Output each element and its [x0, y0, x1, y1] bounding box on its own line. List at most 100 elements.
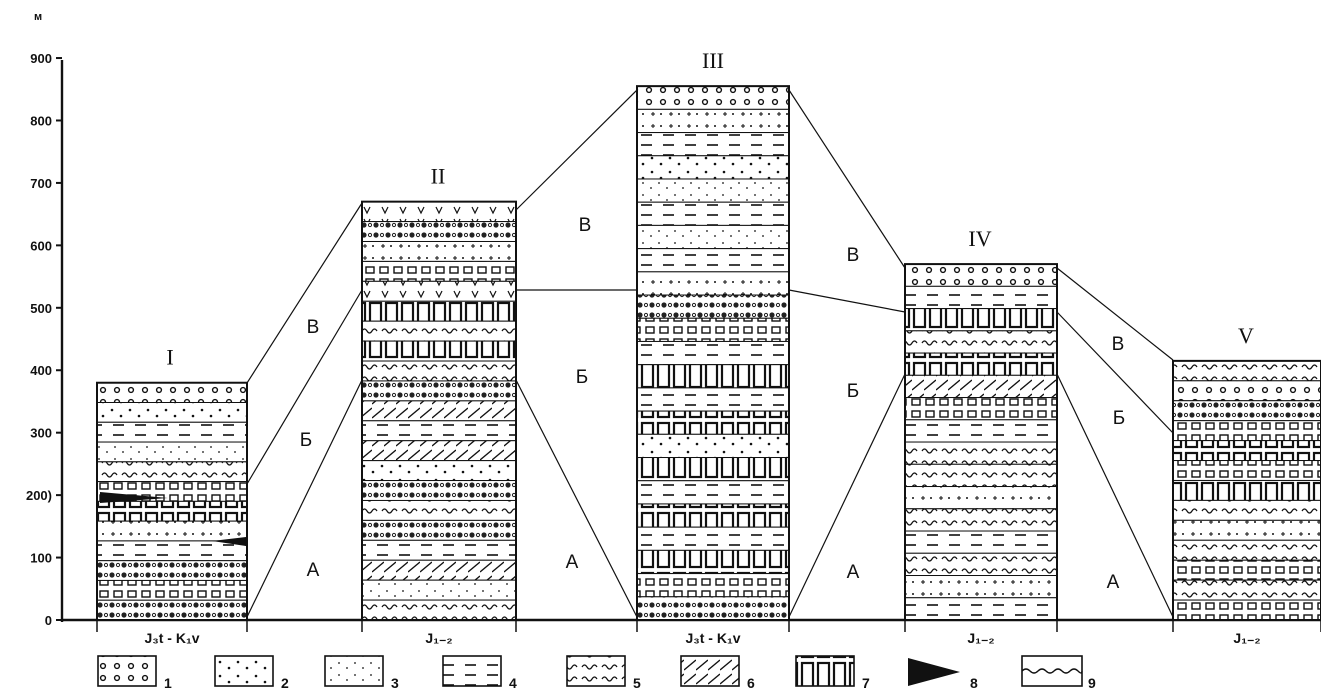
lithology-layer [637, 295, 789, 318]
lithology-layer [905, 286, 1057, 308]
lithology-layer [637, 458, 789, 481]
legend-item-conglomerate: 1 [98, 656, 172, 691]
correlation-line [516, 380, 637, 617]
lithology-layer [1173, 480, 1321, 500]
column-title: IV [968, 226, 991, 251]
lithology-layer [1173, 441, 1321, 461]
lithology-layer [362, 341, 516, 361]
legend-number: 5 [633, 675, 641, 691]
pinch-out-icon [908, 658, 960, 686]
lithology-layer [97, 383, 247, 403]
column-age-label: J₃t - K₁v [144, 630, 199, 646]
lithology-layer [905, 442, 1057, 464]
column-age-label: J₁₋₂ [967, 630, 994, 646]
legend-number: 6 [747, 675, 755, 691]
lithology-layer [637, 109, 789, 132]
legend-item-limestone: 7 [796, 656, 870, 691]
axis-tick-label: 0 [45, 613, 52, 628]
section-column-3: III J₃t - K₁v [637, 48, 789, 646]
correlation-line [789, 290, 905, 312]
axis-tick-label: 300 [30, 426, 52, 441]
zone-label: Б [300, 430, 312, 451]
section-column-2: II J₁₋₂ [362, 164, 516, 646]
lithology-layer [97, 403, 247, 423]
lithology-layer [362, 281, 516, 301]
axis-tick-label: 500 [30, 301, 52, 316]
lithology-layer [362, 361, 516, 381]
lithology-layer [637, 388, 789, 411]
lithology-layer [362, 520, 516, 540]
column-age-label: J₁₋₂ [425, 630, 452, 646]
axis-unit: м [34, 11, 42, 23]
lithology-layer [1173, 401, 1321, 421]
lithology-layer [362, 222, 516, 242]
lithology-layer [905, 598, 1057, 620]
axis-tick-label: 900 [30, 51, 52, 66]
lithology-layer [97, 600, 247, 620]
column-age-label: J₃t - K₁v [685, 630, 740, 646]
section-column-5: VJ₁₋₂ [1173, 323, 1321, 646]
lithology-layer [905, 309, 1057, 331]
lithology-layer [637, 574, 789, 597]
lithology-layer [637, 86, 789, 109]
lithology-layer [362, 481, 516, 501]
lithology-layer [1173, 600, 1321, 620]
column-age-label: J₁₋₂ [1233, 630, 1260, 646]
lithology-layer [637, 225, 789, 248]
legend: 123456789 [98, 656, 1096, 691]
lithology-layer [1173, 500, 1321, 520]
lithology-layer [637, 481, 789, 504]
lithology-layer [905, 331, 1057, 353]
lithology-layer [637, 249, 789, 272]
legend-number: 7 [862, 675, 870, 691]
lithology-layer [637, 133, 789, 156]
lithology-layer [97, 462, 247, 482]
column-title: III [702, 48, 724, 73]
lithology-layer [362, 500, 516, 520]
zone-label: В [1112, 334, 1125, 355]
lithology-layer [1173, 361, 1321, 381]
legend-item-pinch-out: 8 [908, 658, 978, 691]
lithology-layer [362, 241, 516, 261]
zone-label: А [847, 562, 860, 583]
legend-number: 2 [281, 675, 289, 691]
zone-label: В [579, 215, 592, 236]
lithology-layer [97, 521, 247, 541]
lithology-layer [97, 501, 247, 521]
lithology-layer [637, 434, 789, 457]
lithology-layer [637, 504, 789, 527]
legend-number: 8 [970, 675, 978, 691]
lithology-layer [905, 264, 1057, 286]
lithology-layer [637, 272, 789, 295]
legend-number: 4 [509, 675, 517, 691]
column-title: I [166, 345, 173, 370]
lithology-layer [1173, 381, 1321, 401]
lithology-layer [637, 341, 789, 364]
lithology-layer [362, 600, 516, 620]
lithology-layer [637, 179, 789, 202]
lithology-layer [905, 464, 1057, 486]
lithology-layer [1173, 580, 1321, 600]
lithology-layer [905, 375, 1057, 397]
zone-label: Б [1113, 408, 1125, 429]
lithology-layer [637, 202, 789, 225]
section-column-4: IV J₁₋₂ [905, 226, 1057, 646]
lithology-layer [637, 411, 789, 434]
axis-tick-label: 100 [30, 551, 52, 566]
lithology-layer [1173, 560, 1321, 580]
lithology-layer [637, 318, 789, 341]
zone-label: А [1107, 572, 1120, 593]
legend-number: 9 [1088, 675, 1096, 691]
lithology-layer [97, 422, 247, 442]
lithology-layer [637, 597, 789, 620]
lithology-layer [362, 421, 516, 441]
lithology-layer [97, 442, 247, 462]
lithology-layer [362, 560, 516, 580]
column-title: II [431, 164, 446, 189]
legend-item-clay: 5 [567, 656, 641, 691]
correlation-line [247, 290, 362, 484]
legend-item-silt: 4 [443, 656, 517, 691]
lithology-layer [362, 202, 516, 222]
lithology-layer [637, 156, 789, 179]
